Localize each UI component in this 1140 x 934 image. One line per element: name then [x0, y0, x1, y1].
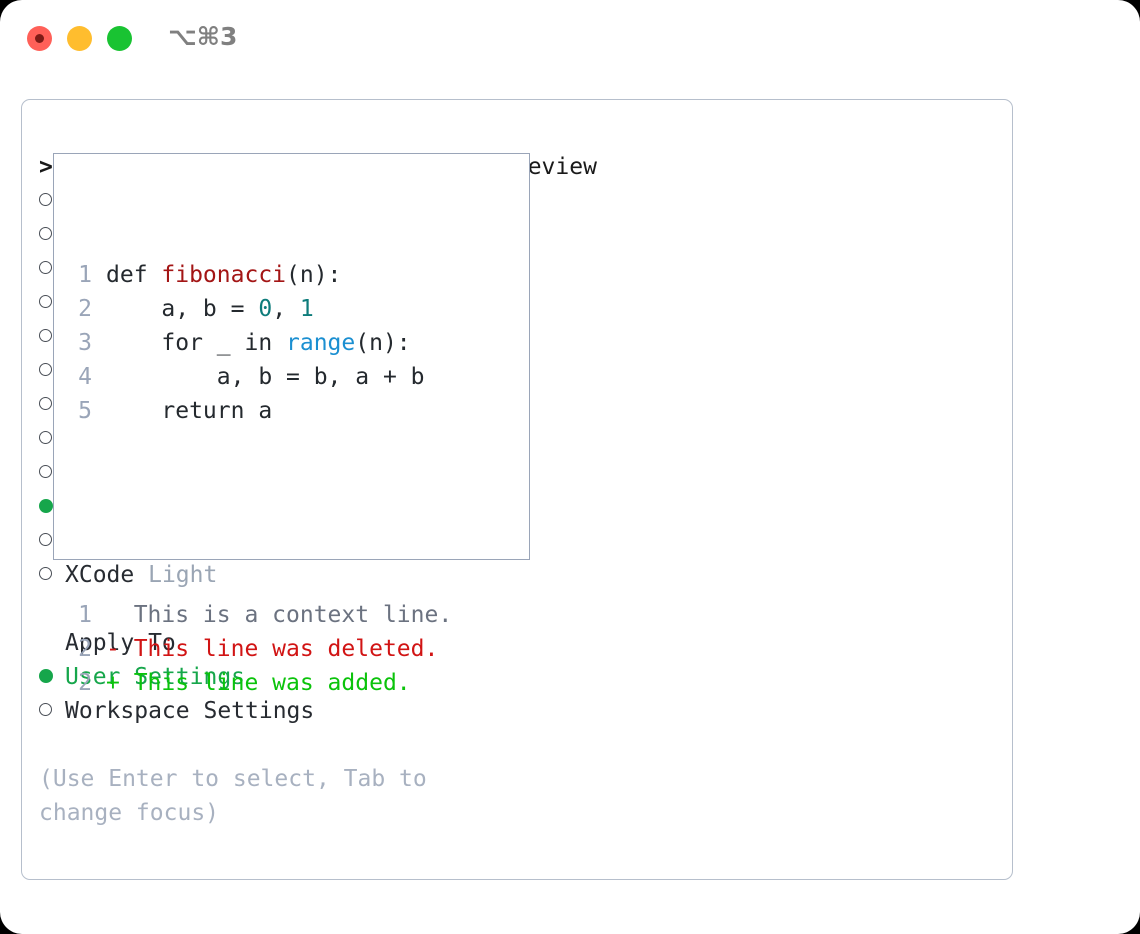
radio-selected-icon — [39, 498, 53, 513]
line-number: 1 — [78, 602, 92, 628]
radio-empty-icon — [39, 567, 52, 580]
radio-empty-icon — [39, 363, 52, 376]
radio-empty-icon — [39, 533, 52, 546]
radio-empty-icon — [39, 227, 52, 240]
line-number: 4 — [78, 364, 92, 390]
apply-to-label: Apply To — [65, 630, 176, 656]
code-token-plain: a, b = — [106, 296, 259, 322]
theme-item-11[interactable]: XCode Light — [39, 558, 489, 592]
close-icon — [35, 34, 44, 43]
code-line: 5 return a — [70, 394, 452, 428]
diff-line-del: 2 - This line was deleted. — [70, 632, 452, 666]
prompt-arrow-icon: > — [39, 154, 53, 180]
shortcut-label: ⌥⌘3 — [168, 22, 238, 51]
line-number: 5 — [78, 398, 92, 424]
keyboard-hint: (Use Enter to select, Tab to change focu… — [39, 766, 427, 826]
radio-marker — [39, 388, 65, 422]
radio-marker — [39, 422, 65, 456]
code-token-plain: , — [272, 296, 300, 322]
theme-item-label: XCode — [65, 562, 135, 588]
apply-to-header: Apply To — [39, 626, 489, 660]
code-line: 3 for _ in range(n): — [70, 326, 452, 360]
radio-empty-icon — [39, 431, 52, 444]
code-token-plain: (n): — [286, 262, 342, 288]
code-diff-gap — [70, 496, 452, 530]
radio-marker — [39, 286, 65, 320]
radio-empty-icon — [39, 261, 52, 274]
code-token-plain: def — [106, 262, 162, 288]
title-bar: ⌥⌘3 — [0, 0, 1140, 76]
code-token-plain: a, b = b, a + b — [106, 364, 425, 390]
theme-item-kind: Light — [134, 562, 218, 588]
code-token-fn: fibonacci — [161, 262, 287, 288]
radio-marker — [39, 490, 65, 524]
code-token-call: range — [286, 330, 356, 356]
code-token-plain: (n): — [355, 330, 411, 356]
apply-option-label: Workspace Settings — [65, 698, 315, 724]
diff-text: - This line was deleted. — [106, 636, 439, 662]
line-number: 2 — [78, 636, 92, 662]
radio-empty-icon — [39, 465, 52, 478]
line-number: 2 — [78, 670, 92, 696]
main-panel: >Select Theme ANSI DarkAtom One DarkAyu … — [21, 99, 1013, 880]
radio-marker — [39, 218, 65, 252]
radio-marker — [39, 320, 65, 354]
radio-marker — [39, 184, 65, 218]
line-number: 2 — [78, 296, 92, 322]
code-line: 2 a, b = 0, 1 — [70, 292, 452, 326]
minimize-button[interactable] — [67, 26, 92, 51]
preview-title: Preview — [500, 154, 597, 180]
radio-marker — [39, 354, 65, 388]
code-token-num: 0 — [258, 296, 273, 322]
radio-marker — [39, 660, 65, 694]
code-token-num: 1 — [299, 296, 314, 322]
radio-empty-icon — [39, 329, 52, 342]
apply-option-label: User Settings — [65, 664, 246, 690]
apply-option-0[interactable]: User Settings — [39, 660, 489, 694]
close-button[interactable] — [27, 26, 52, 51]
radio-selected-icon — [39, 668, 53, 683]
radio-empty-icon — [39, 703, 52, 716]
code-token-plain: for _ in — [106, 330, 287, 356]
preview-column: Preview — [500, 150, 1000, 184]
code-token-plain: return a — [106, 398, 273, 424]
line-number: 3 — [78, 330, 92, 356]
radio-marker — [39, 694, 65, 728]
code-line: 4 a, b = b, a + b — [70, 360, 452, 394]
radio-empty-icon — [39, 193, 52, 206]
diff-line-add: 2 + This line was added. — [70, 666, 452, 700]
radio-marker — [39, 524, 65, 558]
line-number: 1 — [78, 262, 92, 288]
diff-block: 1 This is a context line. 2 - This line wa… — [70, 598, 452, 700]
radio-empty-icon — [39, 397, 52, 410]
radio-marker — [39, 252, 65, 286]
diff-line-ctx: 1 This is a context line. — [70, 598, 452, 632]
radio-marker — [39, 558, 65, 592]
apply-option-1[interactable]: Workspace Settings — [39, 694, 489, 728]
diff-text: + This line was added. — [106, 670, 411, 696]
diff-text: This is a context line. — [106, 602, 453, 628]
radio-marker — [39, 456, 65, 490]
code-line: 1 def fibonacci(n): — [70, 258, 452, 292]
radio-empty-icon — [39, 295, 52, 308]
maximize-button[interactable] — [107, 26, 132, 51]
